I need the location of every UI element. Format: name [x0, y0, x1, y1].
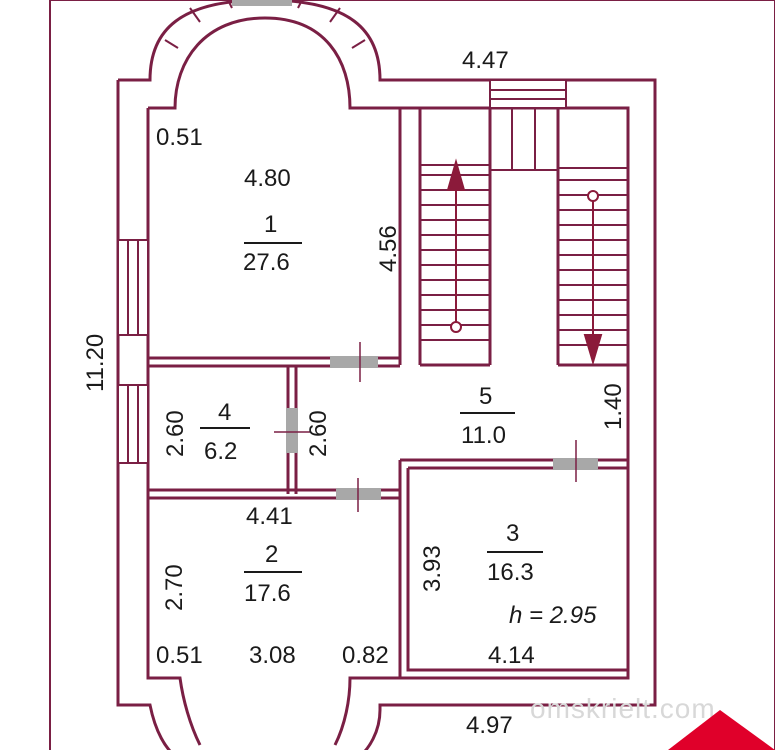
dim-room2-height: 2.70	[161, 564, 188, 611]
room3-number: 3	[506, 520, 519, 547]
room1-area: 27.6	[243, 249, 290, 276]
dim-room2-mid: 3.08	[249, 642, 296, 669]
corner-badge	[668, 710, 775, 750]
room4-number: 4	[218, 399, 231, 426]
walls	[116, 0, 657, 750]
watermark: omskrielt.com	[530, 693, 716, 724]
left-windows	[117, 239, 149, 464]
room5-area: 11.0	[461, 422, 506, 449]
partitions	[148, 108, 628, 678]
door-ticks	[274, 342, 577, 512]
dim-corridor-right: 1.40	[600, 383, 627, 430]
room5-number: 5	[479, 383, 492, 410]
dim-bottom-width: 4.97	[466, 712, 513, 739]
stairs	[420, 108, 628, 346]
room2-area: 17.6	[244, 580, 291, 607]
doors	[286, 356, 598, 500]
dim-room2-left: 0.51	[156, 642, 203, 669]
dim-room1-width: 4.80	[244, 165, 291, 192]
room1-number: 1	[264, 211, 277, 238]
dim-room2-right: 0.82	[342, 642, 389, 669]
bay-window-top	[164, 0, 366, 49]
room2-number: 2	[265, 541, 278, 568]
dim-room4-height: 2.60	[162, 410, 189, 457]
dim-room1-height: 4.56	[375, 225, 402, 272]
ceiling-height: h = 2.95	[509, 602, 597, 629]
dim-top-width: 4.47	[462, 47, 509, 74]
stair-arrows	[446, 158, 603, 366]
dim-corridor-height: 2.60	[305, 410, 332, 457]
dim-room2-top-width: 4.41	[246, 503, 293, 530]
dim-room3-height: 3.93	[419, 545, 446, 592]
dim-left-height: 11.20	[82, 334, 109, 392]
page-frame	[49, 0, 775, 750]
fraction-lines	[200, 242, 543, 573]
dim-room3-width: 4.14	[488, 642, 535, 669]
dim-room1-corner: 0.51	[156, 124, 203, 151]
room3-area: 16.3	[487, 559, 534, 586]
room4-area: 6.2	[204, 438, 237, 465]
top-window	[489, 79, 567, 109]
